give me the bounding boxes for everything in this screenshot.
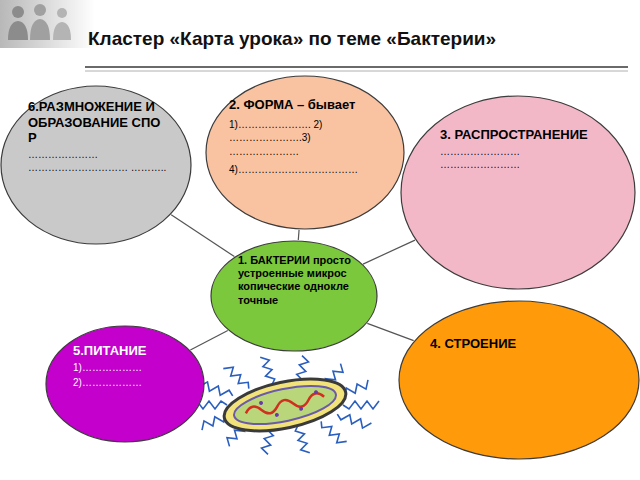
cluster-ellipse: 5.ПИТАНИЕ 1)………………2)……………… — [45, 325, 205, 443]
text-area: 3. РАСПРОСТРАНЕНИЕ …………………… …………………… — [440, 127, 600, 172]
ellipse-fill — [1, 86, 191, 244]
connector-line — [363, 240, 415, 264]
connector-stroke — [298, 230, 300, 240]
node-heading: 1. БАКТЕРИИ просто устроенные микроскопи… — [238, 254, 352, 307]
bacterium-flagella — [191, 356, 379, 455]
flagellum — [343, 401, 379, 409]
connector-stroke — [363, 240, 415, 264]
flagellum — [337, 414, 371, 428]
ellipse-outline — [398, 300, 640, 460]
header-icon — [0, 0, 95, 48]
node-heading: 2. ФОРМА – бывает — [229, 97, 379, 113]
node-heading: 3. РАСПРОСТРАНЕНИЕ — [440, 127, 600, 143]
cluster-ellipse: 3. РАСПРОСТРАНЕНИЕ …………………… …………………… — [400, 95, 636, 290]
connector-stroke — [190, 330, 227, 349]
connector-line — [171, 215, 234, 257]
diagram-title: Кластер «Карта урока» по теме «Бактерии» — [88, 28, 496, 50]
blank-line: 2)……………… — [73, 376, 183, 390]
flagellum — [321, 421, 347, 442]
cluster-ellipse: 2. ФОРМА – бывает 1)…………………. 2) ………………….3… — [205, 75, 405, 230]
flagellum — [295, 426, 310, 453]
blank-line: 1)…………………. 2) ………………….3) ………………… — [229, 118, 379, 159]
node-heading: 5.ПИТАНИЕ — [73, 343, 183, 359]
connector-line — [367, 323, 413, 340]
connector-stroke — [171, 215, 234, 257]
flagellum — [260, 357, 275, 384]
flagellum — [223, 367, 249, 388]
connector-line — [190, 330, 227, 349]
cluster-ellipse: 1. БАКТЕРИИ просто устроенные микроскопи… — [210, 240, 378, 352]
text-area: 2. ФОРМА – бывает 1)…………………. 2) ………………….3… — [229, 97, 379, 177]
ellipse-fill — [206, 76, 404, 229]
bacterium-illustration — [220, 370, 351, 441]
connector-stroke — [367, 323, 413, 340]
ellipse-fill — [46, 326, 204, 442]
cluster-ellipse: 4. СТРОЕНИЕ — [398, 300, 640, 460]
title-rule — [85, 71, 628, 72]
blank-line: ………………… ………………………… ……….. — [28, 148, 168, 175]
text-area: 6.РАЗМНОЖЕНИЕ И ОБРАЗОВАНИЕ СПОР………………… … — [28, 99, 168, 175]
ellipse-fill — [211, 241, 377, 351]
ellipse-fill — [399, 301, 639, 459]
ellipse-fill — [401, 96, 635, 289]
connector-line — [298, 230, 300, 240]
blank-line: 1)……………… — [73, 361, 183, 375]
blank-line: …………………… …………………… — [440, 145, 600, 172]
text-area: 1. БАКТЕРИИ просто устроенные микроскопи… — [238, 254, 352, 307]
text-area: 4. СТРОЕНИЕ — [430, 336, 600, 352]
ellipse-outline — [400, 95, 636, 290]
blank-line: 4)……………………………… — [229, 163, 379, 177]
node-heading: 4. СТРОЕНИЕ — [430, 336, 600, 352]
cluster-ellipse: 6.РАЗМНОЖЕНИЕ И ОБРАЗОВАНИЕ СПОР………………… … — [0, 85, 192, 245]
title-rule — [85, 66, 628, 68]
text-area: 5.ПИТАНИЕ 1)………………2)……………… — [73, 343, 183, 390]
node-heading: 6.РАЗМНОЖЕНИЕ И ОБРАЗОВАНИЕ СПОР — [28, 99, 168, 146]
